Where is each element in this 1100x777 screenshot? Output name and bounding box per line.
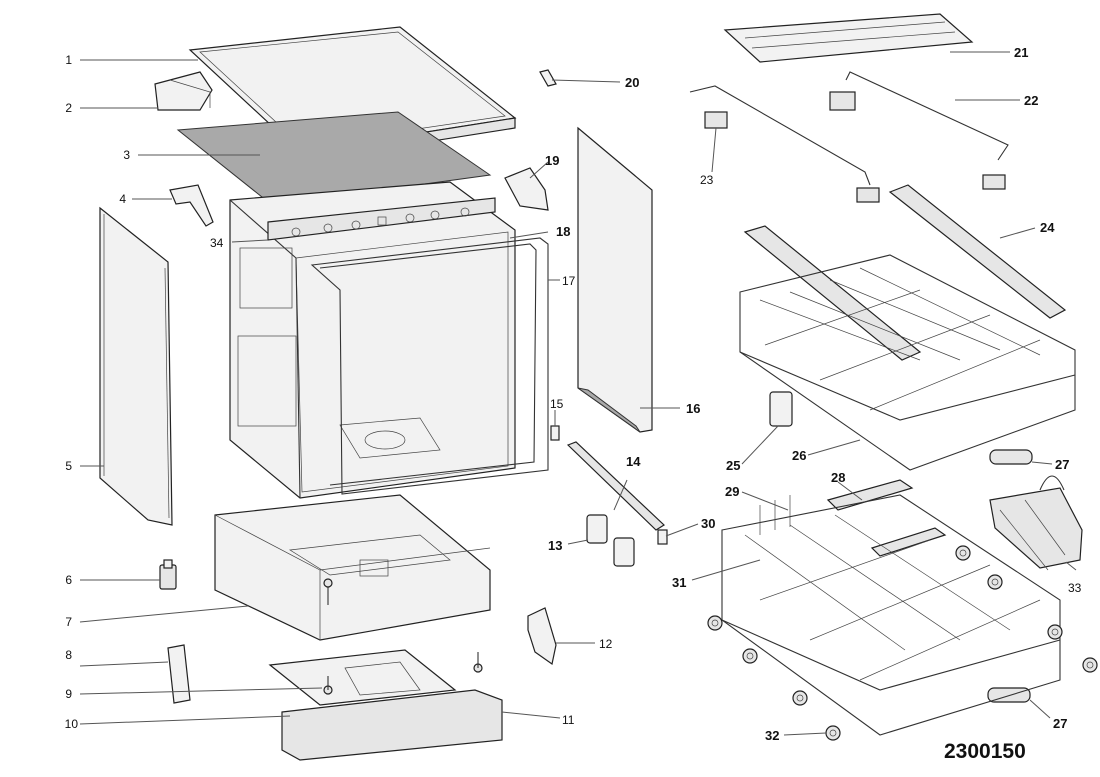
part-10-plinth-frame: [268, 649, 483, 706]
callout-2: 2: [65, 101, 72, 115]
callout-30: 30: [701, 516, 715, 531]
part-25-clip: [769, 391, 793, 427]
callout-24: 24: [1040, 220, 1055, 235]
part-8-panel: [167, 644, 191, 704]
callout-22: 22: [1024, 93, 1038, 108]
callout-15: 15: [550, 397, 564, 411]
part-15-clip: [550, 425, 560, 441]
part-2-cover: [154, 71, 213, 111]
callout-23: 23: [700, 173, 714, 187]
part-4-bracket: [169, 184, 214, 227]
callout-31: 31: [672, 575, 686, 590]
callout-6: 6: [65, 573, 72, 587]
part-7-base: [214, 494, 491, 641]
part-13-hinges: [586, 514, 635, 567]
callout-26: 26: [792, 448, 806, 463]
callout-18: 18: [556, 224, 570, 239]
part-31-lower-basket: [721, 494, 1061, 736]
part-16-side-panel: [577, 126, 653, 433]
drawing-number: 2300150: [944, 740, 1026, 763]
callout-34: 34: [210, 236, 224, 250]
callout-10: 10: [65, 717, 79, 731]
callout-7: 7: [65, 615, 72, 629]
part-33-cutlery-basket: [989, 475, 1083, 571]
part-21-cutlery-tray: [723, 13, 974, 63]
callout-11: 11: [562, 713, 575, 727]
callout-16: 16: [686, 401, 700, 416]
part-22-23-rails: [689, 71, 1009, 203]
callout-20: 20: [625, 75, 639, 90]
callout-5: 5: [65, 459, 72, 473]
callout-labels: 1 2 3 4 5 6 7 8 9 10 11 12 13 14 15 16 1…: [65, 45, 1082, 743]
callout-17: 17: [562, 274, 576, 288]
part-24b-rack-strip: [743, 225, 922, 361]
callout-4: 4: [119, 192, 126, 206]
part-28-tine-row: [826, 479, 914, 511]
part-5-side-panel: [99, 206, 173, 526]
callout-12: 12: [599, 637, 613, 651]
tub-cabinet: [229, 181, 549, 499]
leader-lines: [79, 51, 1077, 736]
callout-25: 25: [726, 458, 740, 473]
part-30-clip: [657, 529, 668, 545]
callout-8: 8: [65, 648, 72, 662]
part-6-valve: [159, 559, 177, 590]
callout-27a: 27: [1055, 457, 1069, 472]
callout-1: 1: [65, 53, 72, 67]
part-20-clip: [539, 69, 557, 87]
callout-3: 3: [123, 148, 130, 162]
callout-13: 13: [548, 538, 562, 553]
part-12-plate: [527, 607, 557, 666]
part-11-kickplate: [281, 689, 503, 761]
callout-19: 19: [545, 153, 559, 168]
part-3-insulation: [176, 111, 492, 206]
part-32-wheels: [707, 545, 1098, 741]
part-14-strip: [566, 441, 665, 531]
callout-33: 33: [1068, 581, 1082, 595]
callout-9: 9: [65, 687, 72, 701]
part-28b-tine-row: [870, 527, 947, 557]
callout-27b: 27: [1053, 716, 1067, 731]
part-24-rack-strip: [888, 184, 1067, 319]
callout-14: 14: [626, 454, 641, 469]
part-26-upper-basket: [739, 254, 1076, 471]
callout-32: 32: [765, 728, 779, 743]
callout-29: 29: [725, 484, 739, 499]
callout-21: 21: [1014, 45, 1028, 60]
part-19-bracket: [504, 167, 549, 211]
callout-28: 28: [831, 470, 845, 485]
part-27a-handle: [989, 449, 1033, 465]
